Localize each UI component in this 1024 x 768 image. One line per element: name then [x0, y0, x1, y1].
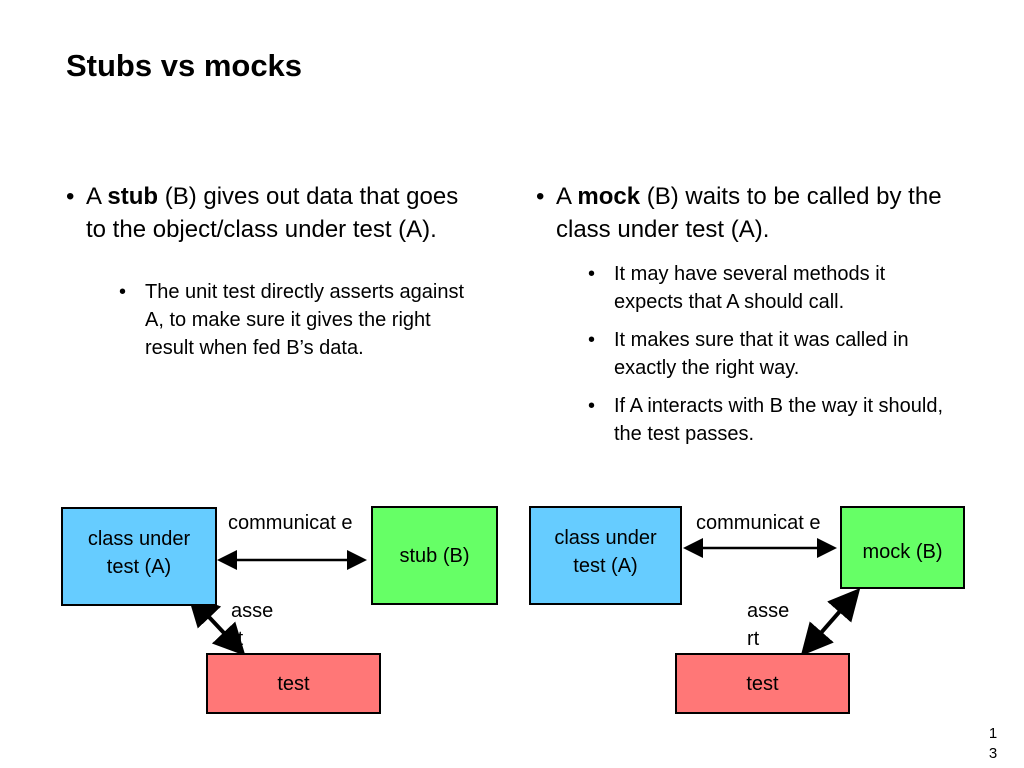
- mock-sub-bullet-2: •It makes sure that it was called in exa…: [588, 329, 909, 379]
- stub-test-box: test: [206, 653, 381, 714]
- slide-title: Stubs vs mocks: [66, 48, 303, 83]
- mock-communicate-label: communicat e: [696, 512, 821, 534]
- mock-sub-bullet-1: •It may have several methods it expects …: [588, 263, 886, 313]
- page-number: 1 3: [988, 725, 998, 762]
- left-column: •A stub (B) gives out data that goes to …: [60, 180, 480, 362]
- mock-bullet: •A mock (B) waits to be called by the cl…: [536, 183, 942, 243]
- stub-box: stub (B): [371, 506, 498, 605]
- stub-communicate-label: communicat e: [228, 512, 353, 534]
- stub-bullet: •A stub (B) gives out data that goes to …: [66, 183, 459, 243]
- mock-test-box: test: [675, 653, 850, 714]
- stub-assert-label: asse rt: [231, 600, 274, 650]
- stub-class-under-test-box: class under test (A): [61, 507, 217, 606]
- stub-sub-bullet: •The unit test directly asserts against …: [119, 281, 465, 359]
- mock-sub-bullet-3: •If A interacts with B the way it should…: [588, 395, 944, 445]
- mock-keyword: mock: [577, 183, 641, 210]
- mock-assert-arrow: [800, 587, 861, 657]
- mock-assert-label: asse rt: [747, 600, 790, 650]
- mock-class-under-test-box: class under test (A): [529, 506, 682, 605]
- stub-keyword: stub: [107, 183, 159, 210]
- mock-box: mock (B): [840, 506, 965, 589]
- right-column: •A mock (B) waits to be called by the cl…: [530, 180, 970, 448]
- stub-assert-arrow: [187, 594, 246, 656]
